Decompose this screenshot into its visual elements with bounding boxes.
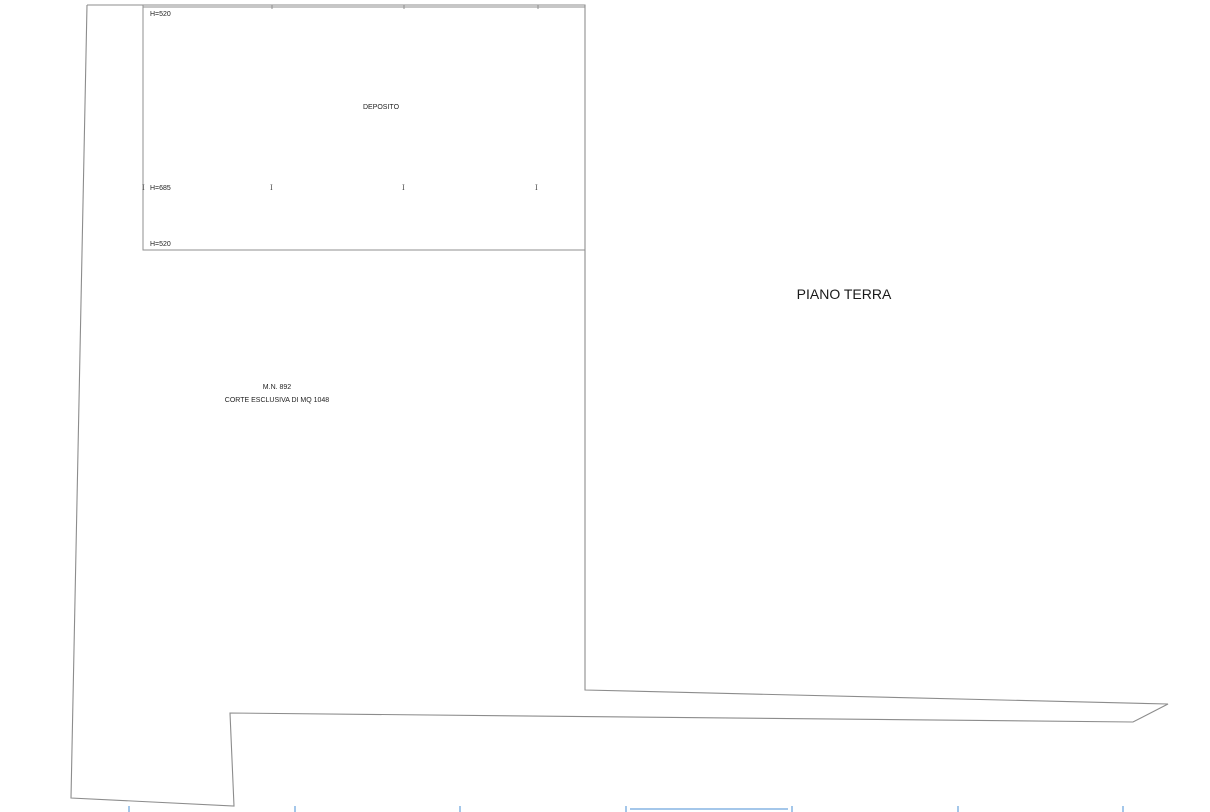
height-label-middle: H=685 xyxy=(150,185,171,192)
pillar-symbol: I xyxy=(270,184,273,192)
top-pillar-ticks xyxy=(142,5,539,9)
parcel-id-label: M.N. 892 xyxy=(263,384,292,391)
height-label-top: H=520 xyxy=(150,11,171,18)
deposito-room-outline xyxy=(142,6,586,251)
parcel-boundary xyxy=(70,4,1169,807)
parcel-description-label: CORTE ESCLUSIVA DI MQ 1048 xyxy=(225,397,329,404)
height-label-bottom: H=520 xyxy=(150,241,171,248)
pillar-symbol: I xyxy=(402,184,405,192)
bottom-ruler xyxy=(128,806,1124,812)
pillar-symbol: I xyxy=(535,184,538,192)
room-name-label: DEPOSITO xyxy=(363,104,400,111)
pillar-symbol: I xyxy=(142,184,145,192)
floor-title: PIANO TERRA xyxy=(797,286,892,302)
